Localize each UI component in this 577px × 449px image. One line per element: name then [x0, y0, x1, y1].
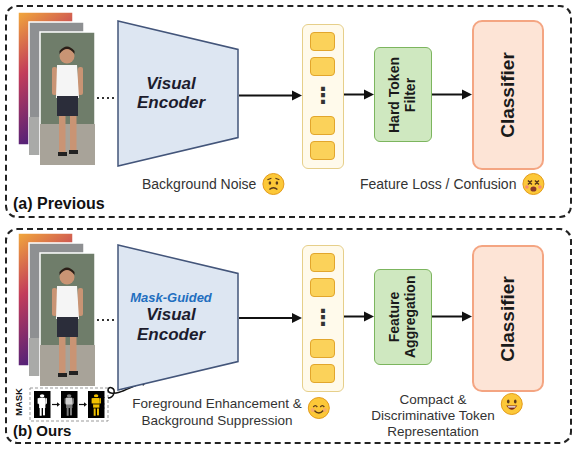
dotted-line: [97, 97, 114, 99]
connector-line: [344, 316, 365, 318]
image-stack: [18, 233, 95, 386]
classifier-box: Classifier: [472, 245, 544, 392]
token-square: [310, 32, 335, 51]
arrow-head: [292, 91, 302, 101]
ellipsis-mark: ⋮: [303, 304, 343, 332]
token-square: [310, 339, 335, 358]
trapezoid: [118, 21, 238, 166]
emoji-grin: [501, 394, 522, 415]
trapezoid: [118, 245, 238, 390]
arrow-connector: [432, 90, 472, 100]
text-group: Visual Encoder: [121, 74, 221, 113]
connector-line: [239, 317, 293, 319]
arrow-connector: [344, 90, 374, 100]
classifier-label: Classifier: [497, 276, 518, 362]
module-label: Feature Aggregation: [387, 276, 418, 358]
emoji-smile: [308, 398, 329, 419]
encoder-label: Visual Encoder: [121, 74, 221, 113]
annotation-label: Compact & Discriminative Token Represent…: [358, 392, 508, 440]
module-box: Hard Token Filter: [374, 47, 432, 142]
token-square: [310, 57, 335, 76]
vertical-label: MASK: [14, 388, 25, 416]
panel-label: (b) Ours: [13, 423, 71, 440]
rotated-text: Classifier: [497, 52, 518, 138]
classifier-box: Classifier: [472, 20, 544, 170]
ellipsis-mark: ⋮: [303, 82, 343, 110]
connector-line: [344, 94, 365, 96]
arrow-head: [462, 312, 472, 322]
connector-line: [239, 95, 293, 97]
annotation-label: Background Noise: [142, 176, 256, 192]
token-column: ⋮: [302, 245, 344, 392]
rotated-text: Feature Aggregation: [387, 276, 418, 358]
token-square: [310, 116, 335, 135]
arrow-connector: [239, 91, 302, 101]
token-square: [310, 141, 335, 160]
token-square: [310, 278, 335, 297]
encoder-block: Visual Encoder: [117, 20, 239, 167]
annotation-label: Feature Loss / Confusion: [360, 176, 516, 192]
token-square: [310, 364, 335, 383]
arrow-connector: [344, 312, 374, 322]
mask-strip: [30, 388, 108, 421]
dotted-line: [97, 319, 114, 321]
arrow-head: [364, 90, 374, 100]
module-box: Feature Aggregation: [374, 269, 432, 365]
arrow-connector: [432, 312, 472, 322]
panel-label: (a) Previous: [13, 195, 105, 213]
text-group: Mask-GuidedVisual Encoder: [121, 290, 221, 344]
arrow-head: [292, 313, 302, 323]
classifier-label: Classifier: [497, 52, 518, 138]
token-column: ⋮: [302, 24, 344, 169]
arrow-head: [462, 90, 472, 100]
arrow-connector: [239, 313, 302, 323]
rotated-text: Hard Token Filter: [387, 54, 418, 135]
encoder-label: Visual Encoder: [121, 305, 221, 344]
annotation-label: Foreground Enhancement & Background Supp…: [122, 395, 312, 429]
rotated-text: Classifier: [497, 276, 518, 362]
module-label: Hard Token Filter: [387, 54, 418, 135]
token-square: [310, 253, 335, 272]
image-stack: [18, 12, 95, 165]
encoder-tag: Mask-Guided: [121, 290, 221, 305]
encoder-block: Mask-GuidedVisual Encoder: [117, 244, 239, 391]
arrow-head: [364, 312, 374, 322]
emoji-dizzy: [523, 174, 544, 195]
connector-line: [432, 94, 463, 96]
emoji-worried: [263, 174, 284, 195]
connector-line: [432, 316, 463, 318]
